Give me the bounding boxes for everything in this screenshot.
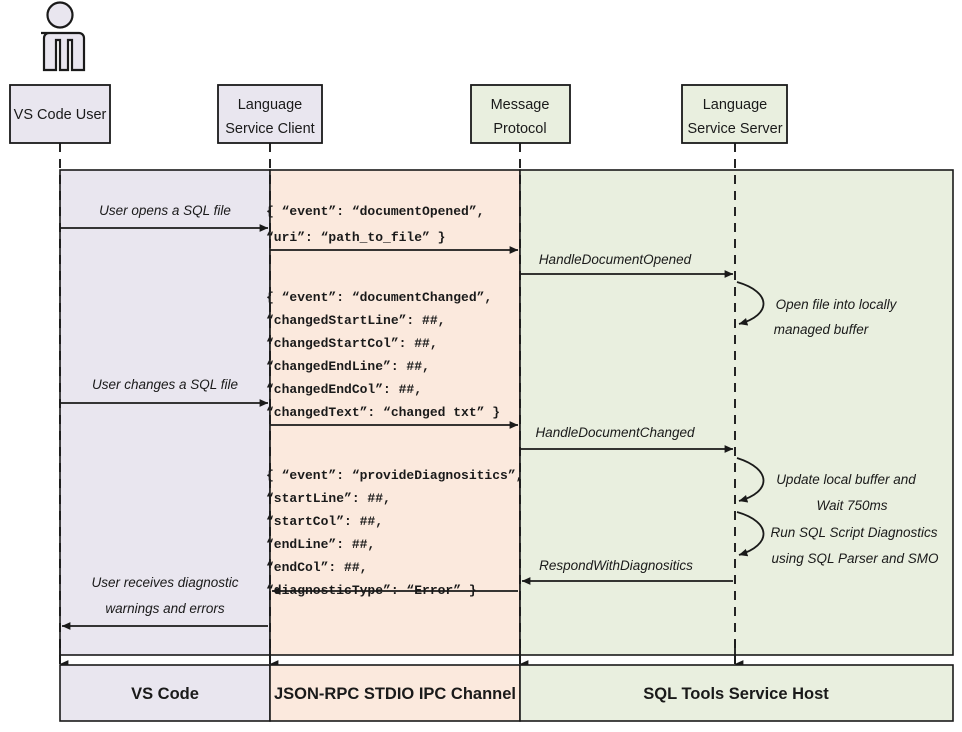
- band-vs-code: [59, 169, 271, 656]
- participant-label-language-service-server-line1: Language: [703, 97, 768, 113]
- participant-label-vs-code-user: VS Code User: [14, 107, 107, 123]
- json-line-document-changed-2: “changedStartCol”: ##,: [266, 336, 438, 351]
- footer-label-service-host: SQL Tools Service Host: [643, 685, 829, 703]
- band-service-host: [519, 169, 954, 656]
- message-label-user-opens-sql-file: User opens a SQL file: [99, 203, 231, 218]
- json-block-document-changed: { “event”: “documentChanged”, “changedSt…: [266, 290, 500, 420]
- json-line-provide-diagnostics-4: “endCol”: ##,: [266, 560, 367, 575]
- footer-label-ipc-channel: JSON-RPC STDIO IPC Channel: [274, 685, 516, 703]
- message-user-opens-sql-file: User opens a SQL file: [60, 203, 269, 232]
- participant-box-vs-code-user[interactable]: [9, 84, 111, 144]
- participant-box-message-protocol[interactable]: [470, 84, 571, 144]
- message-user-changes-sql-file: User changes a SQL file: [60, 377, 269, 407]
- note-run-diagnostics-line2: using SQL Parser and SMO: [771, 551, 939, 566]
- footer-legend: VS Code JSON-RPC STDIO IPC Channel SQL T…: [59, 664, 954, 722]
- json-line-provide-diagnostics-2: “startCol”: ##,: [266, 514, 383, 529]
- note-run-diagnostics-line1: Run SQL Script Diagnostics: [770, 525, 937, 540]
- note-update-buffer-line2: Wait 750ms: [816, 498, 887, 513]
- participant-boxes: VS Code User Language Service Client Mes…: [9, 84, 788, 144]
- footer-label-vs-code: VS Code: [131, 685, 199, 703]
- footer-zone-service-host[interactable]: [519, 664, 954, 722]
- message-label-respond-with-diagnostics: RespondWithDiagnositics: [539, 558, 693, 573]
- json-line-document-changed-4: “changedEndCol”: ##,: [266, 382, 422, 397]
- self-loop-open-file: Open file into locally managed buffer: [736, 281, 898, 337]
- json-line-provide-diagnostics-0: { “event”: “provideDiagnositics”,: [266, 468, 523, 483]
- message-label-handle-document-opened: HandleDocumentOpened: [539, 252, 692, 267]
- json-line-document-changed-1: “changedStartLine”: ##,: [266, 313, 445, 328]
- message-user-receives-diagnostics: User receives diagnostic warnings and er…: [61, 575, 268, 630]
- lifeline-terminators: [59, 640, 744, 668]
- json-block-document-opened: { “event”: “documentOpened”, “uri”: “pat…: [266, 204, 484, 245]
- note-open-file-line2: managed buffer: [774, 322, 869, 337]
- participant-label-message-protocol-line2: Protocol: [493, 121, 546, 137]
- json-line-provide-diagnostics-1: “startLine”: ##,: [266, 491, 391, 506]
- message-label-handle-document-changed: HandleDocumentChanged: [535, 425, 695, 440]
- json-line-document-changed-3: “changedEndLine”: ##,: [266, 359, 430, 374]
- message-handle-document-changed: HandleDocumentChanged: [520, 425, 734, 453]
- json-line-provide-diagnostics-3: “endLine”: ##,: [266, 537, 375, 552]
- self-loop-run-diagnostics: Run SQL Script Diagnostics using SQL Par…: [736, 511, 939, 566]
- message-label-user-changes-sql-file: User changes a SQL file: [92, 377, 238, 392]
- json-line-document-opened-1: “uri”: “path_to_file” }: [266, 230, 445, 245]
- message-label-user-receives-diagnostics-line2: warnings and errors: [105, 601, 225, 616]
- footer-zone-vs-code[interactable]: [59, 664, 271, 722]
- message-label-user-receives-diagnostics-line1: User receives diagnostic: [91, 575, 238, 590]
- message-respond-with-diagnostics: RespondWithDiagnositics: [521, 558, 733, 585]
- vs-code-user-actor: [41, 1, 86, 72]
- message-handle-document-opened: HandleDocumentOpened: [520, 252, 734, 278]
- json-line-document-opened-0: { “event”: “documentOpened”,: [266, 204, 484, 219]
- self-loop-update-buffer: Update local buffer and Wait 750ms: [736, 457, 916, 513]
- json-line-document-changed-5: “changedText”: “changed txt” }: [266, 405, 500, 420]
- note-open-file-line1: Open file into locally: [776, 297, 898, 312]
- participant-label-message-protocol-line1: Message: [491, 97, 550, 113]
- participant-label-language-service-client-line2: Service Client: [225, 121, 314, 137]
- note-update-buffer-line1: Update local buffer and: [776, 472, 916, 487]
- participant-label-language-service-server-line2: Service Server: [687, 121, 782, 137]
- participant-label-language-service-client-line1: Language: [238, 97, 303, 113]
- json-line-document-changed-0: { “event”: “documentChanged”,: [266, 290, 492, 305]
